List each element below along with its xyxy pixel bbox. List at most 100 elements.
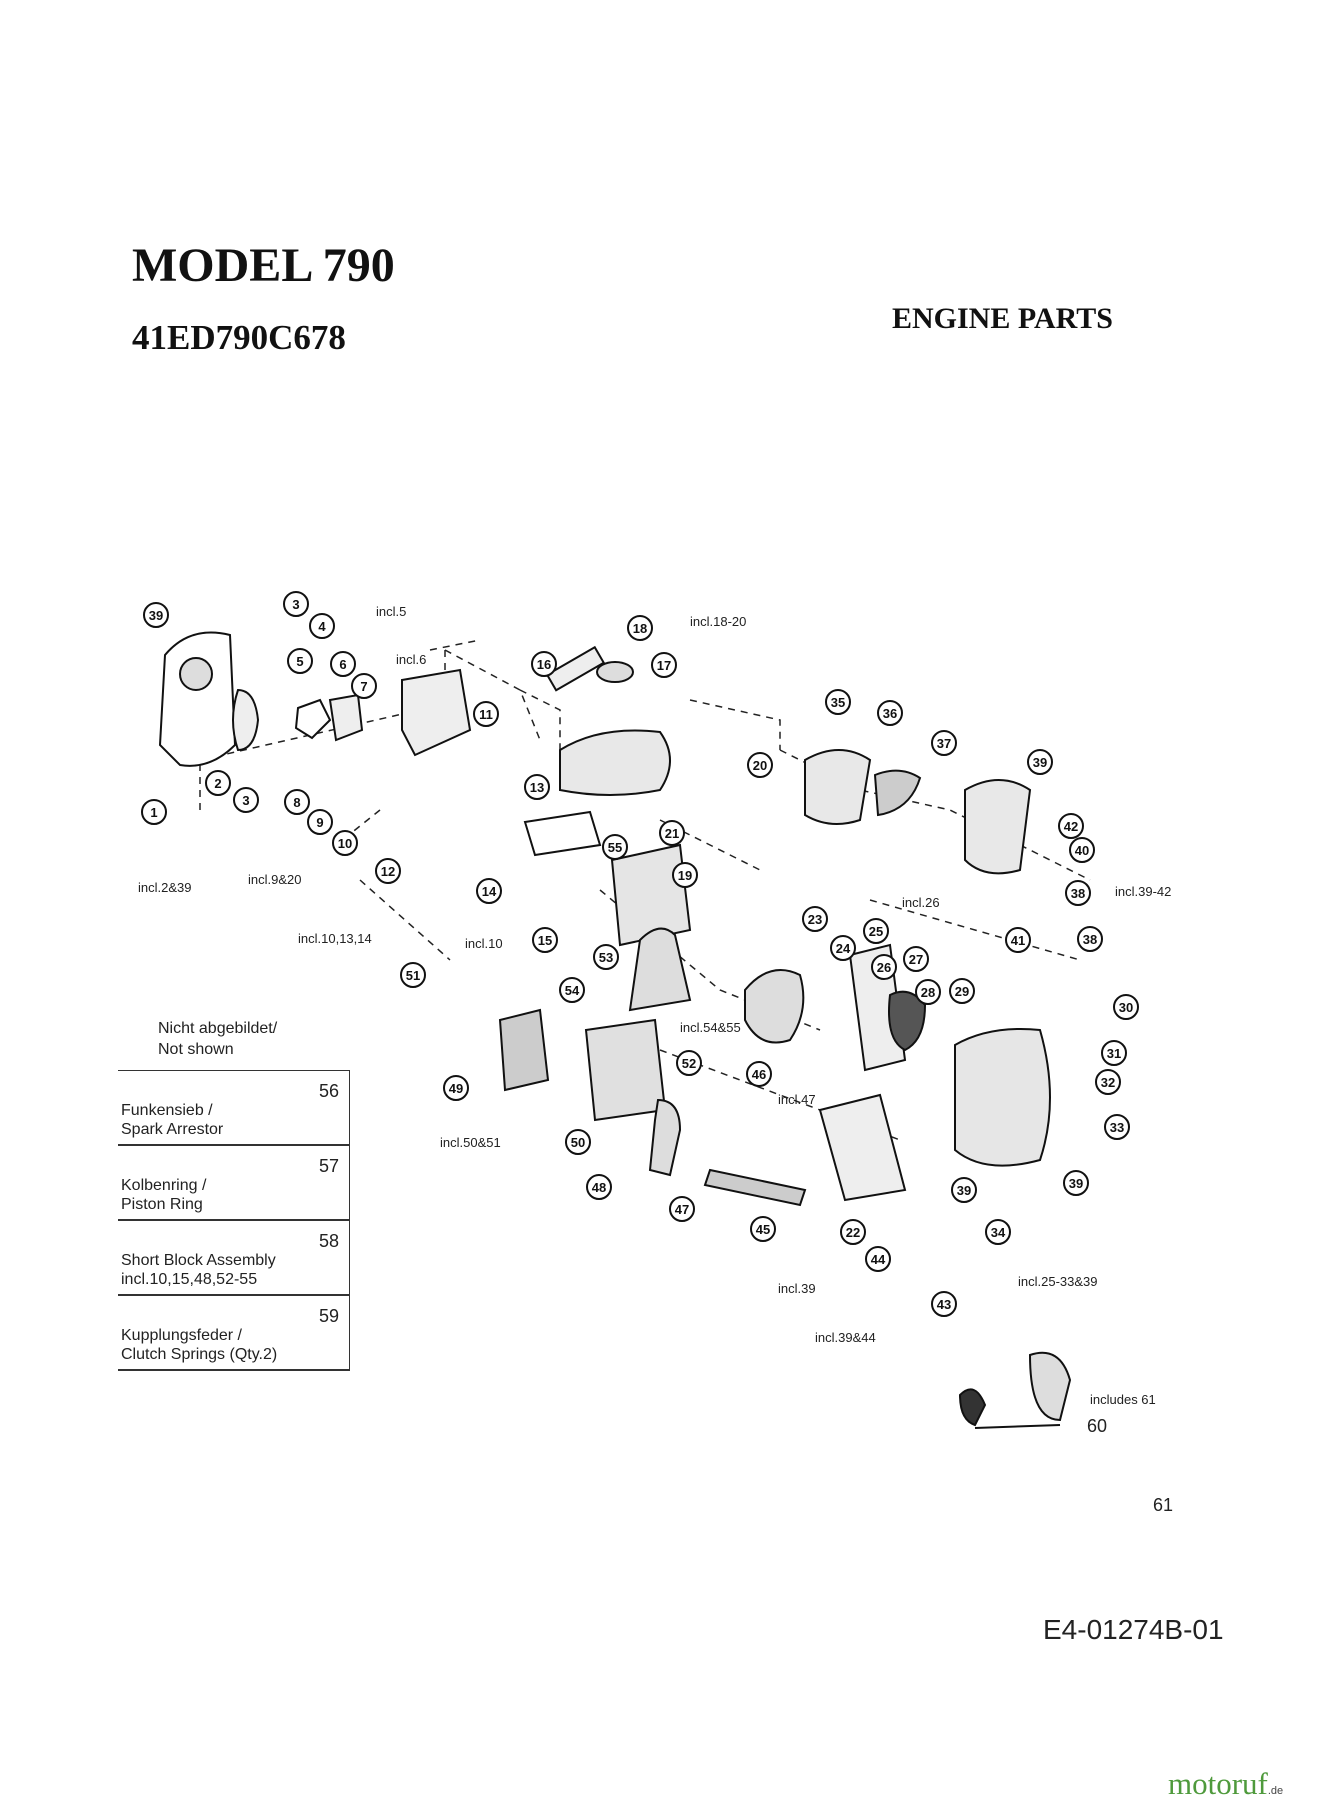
callout-number: 52 xyxy=(682,1056,696,1071)
part-description: Short Block Assembly incl.10,15,48,52-55 xyxy=(121,1251,276,1289)
callout-bubble xyxy=(586,1174,612,1200)
table-row: 56 Funkensieb / Spark Arrestor xyxy=(118,1071,350,1146)
description-line: Short Block Assembly xyxy=(121,1252,276,1269)
callout-number: 36 xyxy=(883,706,897,721)
callout-number: 54 xyxy=(565,983,580,998)
callout-number: 2 xyxy=(214,776,221,791)
note-incl-54-55: incl.54&55 xyxy=(680,1020,741,1035)
callout-number: 25 xyxy=(869,924,883,939)
callout-bubble xyxy=(1069,837,1095,863)
callout-bubble xyxy=(287,648,313,674)
callout-number: 24 xyxy=(836,941,851,956)
callout-number: 39 xyxy=(957,1183,971,1198)
note-incl-39-44: incl.39&44 xyxy=(815,1330,876,1345)
callout-number: 23 xyxy=(808,912,822,927)
callout-number: 34 xyxy=(991,1225,1006,1240)
table-row: 57 Kolbenring / Piston Ring xyxy=(118,1146,350,1221)
note-incl-6: incl.6 xyxy=(396,652,426,667)
callout-number: 19 xyxy=(678,868,692,883)
callout-number: 50 xyxy=(571,1135,585,1150)
callout-number: 47 xyxy=(675,1202,689,1217)
callout-bubble xyxy=(802,906,828,932)
callout-number: 39 xyxy=(1069,1176,1083,1191)
callout-bubble xyxy=(659,820,685,846)
callout-number: 1 xyxy=(150,805,157,820)
callout-bubble xyxy=(825,689,851,715)
callout-number: 3 xyxy=(292,597,299,612)
part-60-label: 60 xyxy=(1087,1416,1107,1436)
callout-bubble xyxy=(1065,880,1091,906)
callout-number: 51 xyxy=(406,968,420,983)
note-incl-5: incl.5 xyxy=(376,604,406,619)
callout-bubble xyxy=(1005,927,1031,953)
callout-bubble xyxy=(750,1216,776,1242)
recoil-housing-part xyxy=(158,631,237,767)
callout-number: 22 xyxy=(846,1225,860,1240)
callout-number: 55 xyxy=(608,840,622,855)
callout-number: 38 xyxy=(1071,886,1085,901)
callout-bubble xyxy=(672,862,698,888)
part-number: 58 xyxy=(318,1231,339,1251)
note-incl-10: incl.10 xyxy=(465,936,503,951)
part-description: Kupplungsfeder / Clutch Springs (Qty.2) xyxy=(121,1326,277,1364)
callout-bubble xyxy=(531,651,557,677)
callout-number: 29 xyxy=(955,984,969,999)
callout-bubble xyxy=(284,789,310,815)
callout-bubble xyxy=(205,770,231,796)
callout-bubble xyxy=(141,799,167,825)
note-incl-47: incl.47 xyxy=(778,1092,816,1107)
callout-number: 53 xyxy=(599,950,613,965)
note-incl-10-13-14: incl.10,13,14 xyxy=(298,931,372,946)
callout-number: 38 xyxy=(1083,932,1097,947)
callout-bubble xyxy=(524,774,550,800)
callout-bubble xyxy=(830,935,856,961)
callout-bubble xyxy=(1101,1040,1127,1066)
callout-number: 42 xyxy=(1064,819,1078,834)
callout-bubble xyxy=(1095,1069,1121,1095)
callout-number: 20 xyxy=(753,758,767,773)
callout-bubble xyxy=(676,1050,702,1076)
callout-bubble xyxy=(877,700,903,726)
watermark-logo: motoruf.de xyxy=(1168,1766,1283,1802)
callout-number: 10 xyxy=(338,836,352,851)
callout-number: 46 xyxy=(752,1067,766,1082)
description-line: Piston Ring xyxy=(121,1196,203,1213)
part-number: 57 xyxy=(318,1156,339,1176)
watermark-suffix: .de xyxy=(1267,1785,1284,1797)
watermark-name: motoruf xyxy=(1168,1766,1268,1801)
callout-number: 33 xyxy=(1110,1120,1124,1135)
callout-bubble xyxy=(375,858,401,884)
note-incl-9-20: incl.9&20 xyxy=(248,872,301,887)
callout-number: 41 xyxy=(1011,933,1025,948)
callout-number: 32 xyxy=(1101,1075,1115,1090)
callout-number: 31 xyxy=(1107,1046,1121,1061)
callout-number: 49 xyxy=(449,1081,463,1096)
callout-number: 48 xyxy=(592,1180,606,1195)
callout-bubble xyxy=(915,979,941,1005)
model-code: 41ED790C678 xyxy=(132,318,346,357)
callout-number: 15 xyxy=(538,933,552,948)
callout-bubble xyxy=(840,1219,866,1245)
callout-number: 9 xyxy=(316,815,323,830)
callout-number: 26 xyxy=(877,960,891,975)
callout-number: 4 xyxy=(318,619,326,634)
callout-bubble xyxy=(1113,994,1139,1020)
callout-bubble xyxy=(985,1219,1011,1245)
callout-number: 13 xyxy=(530,780,544,795)
note-incl-39-42: incl.39-42 xyxy=(1115,884,1171,899)
callout-bubble xyxy=(651,652,677,678)
callout-bubble xyxy=(565,1129,591,1155)
note-includes-61: includes 61 xyxy=(1090,1392,1156,1407)
note-incl-2-39: incl.2&39 xyxy=(138,880,191,895)
callout-bubble xyxy=(951,1177,977,1203)
callout-number: 3 xyxy=(242,793,249,808)
callout-bubble xyxy=(863,918,889,944)
note-incl-26: incl.26 xyxy=(902,895,940,910)
callout-number: 39 xyxy=(149,608,163,623)
not-shown-parts-table: 56 Funkensieb / Spark Arrestor 57 Kolben… xyxy=(118,1070,350,1371)
callout-bubble xyxy=(1063,1170,1089,1196)
callout-bubble xyxy=(747,752,773,778)
callout-bubble xyxy=(746,1061,772,1087)
